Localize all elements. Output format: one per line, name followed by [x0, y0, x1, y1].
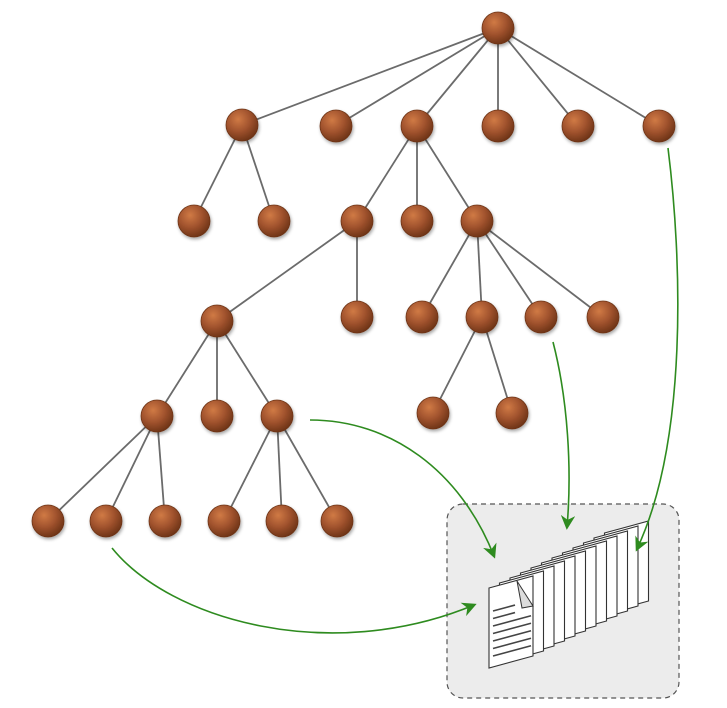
- retrieval-arrows: [111, 147, 679, 634]
- tree-node: [642, 109, 676, 143]
- document-stack-icon: [488, 520, 650, 669]
- tree-edge: [335, 27, 499, 127]
- tree-node: [400, 109, 434, 143]
- tree-edge: [216, 220, 358, 322]
- tree-node: [400, 204, 434, 238]
- tree-node: [200, 304, 234, 338]
- tree-node: [465, 300, 499, 334]
- tree-node: [148, 504, 182, 538]
- tree-node: [495, 396, 529, 430]
- retrieval-arrow: [309, 419, 497, 559]
- tree-edge: [223, 415, 278, 522]
- tree-node: [586, 300, 620, 334]
- tree-nodes: [31, 11, 676, 538]
- tree-node: [177, 204, 211, 238]
- tree-node: [481, 109, 515, 143]
- document-page: [488, 575, 534, 669]
- tree-edge: [241, 27, 499, 126]
- tree-node: [225, 108, 259, 142]
- tree-edge: [476, 220, 542, 318]
- tree-edge: [497, 27, 660, 127]
- tree-edge: [416, 27, 499, 127]
- tree-edge: [416, 125, 478, 222]
- tree-node: [340, 300, 374, 334]
- tree-edge: [276, 415, 283, 522]
- tree-edge: [156, 415, 166, 522]
- tree-edge: [47, 415, 158, 522]
- tree-node: [319, 109, 353, 143]
- tree-node: [416, 396, 450, 430]
- retrieval-arrow: [111, 547, 477, 634]
- tree-edge: [476, 220, 604, 318]
- tree-node: [524, 300, 558, 334]
- tree-node: [320, 504, 354, 538]
- tree-node: [265, 504, 299, 538]
- tree-node: [260, 399, 294, 433]
- document-collection: [446, 503, 680, 699]
- tree-edge: [421, 220, 478, 318]
- tree-node: [405, 300, 439, 334]
- retrieval-arrow: [552, 341, 576, 530]
- tree-edge: [156, 320, 218, 417]
- tree-edge: [497, 27, 579, 127]
- tree-edge: [356, 125, 418, 222]
- tree-edge: [432, 316, 483, 414]
- tree-node: [460, 204, 494, 238]
- tree-edge: [241, 124, 275, 222]
- tree-node: [207, 504, 241, 538]
- tree-node: [481, 11, 515, 45]
- tree-edge: [276, 415, 338, 522]
- tree-node: [140, 399, 174, 433]
- tree-node: [257, 204, 291, 238]
- tree-node: [89, 504, 123, 538]
- tree-edge: [193, 124, 243, 222]
- tree-edge: [481, 316, 513, 414]
- tree-node: [340, 204, 374, 238]
- tree-node: [31, 504, 65, 538]
- tree-edge: [216, 320, 278, 417]
- tree-node: [200, 399, 234, 433]
- tree-node: [561, 109, 595, 143]
- tree-edge: [105, 415, 158, 522]
- tree-edges: [47, 27, 660, 522]
- retrieval-arrow: [635, 147, 679, 552]
